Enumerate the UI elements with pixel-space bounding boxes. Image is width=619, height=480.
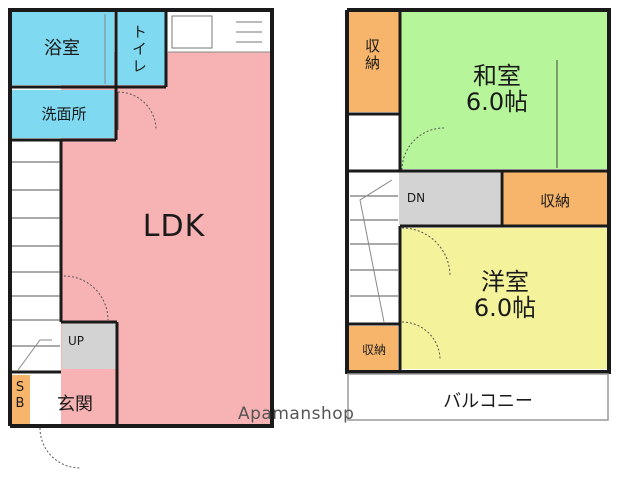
door-swing bbox=[117, 91, 157, 131]
up-landing-fill bbox=[62, 321, 116, 369]
outer-wall-1f bbox=[8, 8, 274, 428]
balcony-label: バルコニー bbox=[443, 391, 533, 412]
bathroom-fill bbox=[11, 11, 114, 85]
washitsu-name: 和室 bbox=[472, 62, 521, 90]
bathroom-label: 浴室 bbox=[44, 38, 80, 59]
entrance-label: 玄関 bbox=[57, 394, 93, 415]
washroom-fill bbox=[11, 90, 114, 138]
toilet-label: トイレ bbox=[130, 24, 148, 75]
yoshitsu-label: 洋室 6.0帖 bbox=[473, 268, 537, 322]
stair-arrow bbox=[359, 179, 393, 323]
stairs-down-label: DN bbox=[406, 191, 426, 205]
door-swing bbox=[63, 275, 109, 321]
door-swing bbox=[401, 227, 451, 277]
yoshitsu-fill bbox=[399, 228, 607, 369]
closet-wide-label: 収納 bbox=[539, 192, 571, 210]
stairs-up-label: UP bbox=[67, 334, 85, 348]
door-swing bbox=[401, 321, 441, 361]
washitsu-fill bbox=[399, 12, 607, 169]
shoe-box-label-bottom: B bbox=[15, 395, 25, 411]
closet-small-fill bbox=[349, 326, 398, 371]
yoshitsu-name: 洋室 bbox=[480, 268, 529, 296]
outer-wall-2f bbox=[345, 8, 611, 374]
watermark-text: Apamanshop bbox=[238, 404, 355, 424]
kitchen-sink bbox=[171, 15, 213, 49]
ldk-label: LDK bbox=[142, 209, 206, 244]
balcony-outline bbox=[347, 373, 609, 421]
shoe-box-label-top: S bbox=[15, 380, 25, 395]
closet-wide-fill bbox=[503, 172, 607, 225]
stair-hall-fill bbox=[399, 172, 500, 225]
washroom-label: 洗面所 bbox=[41, 105, 87, 123]
washitsu-size: 6.0帖 bbox=[465, 87, 529, 116]
door-swing bbox=[401, 127, 445, 171]
stair-arrow bbox=[17, 339, 52, 371]
closet-tall-fill bbox=[349, 12, 399, 112]
door-swing bbox=[39, 427, 81, 469]
closet-small-label: 収納 bbox=[361, 343, 387, 357]
washitsu-label: 和室 6.0帖 bbox=[465, 62, 529, 116]
shoe-box-fill bbox=[11, 375, 30, 425]
shoe-box-label: S B bbox=[16, 380, 25, 411]
yoshitsu-size: 6.0帖 bbox=[473, 293, 537, 322]
closet-tall-label: 収納 bbox=[363, 38, 381, 72]
toilet-fill bbox=[117, 11, 165, 85]
